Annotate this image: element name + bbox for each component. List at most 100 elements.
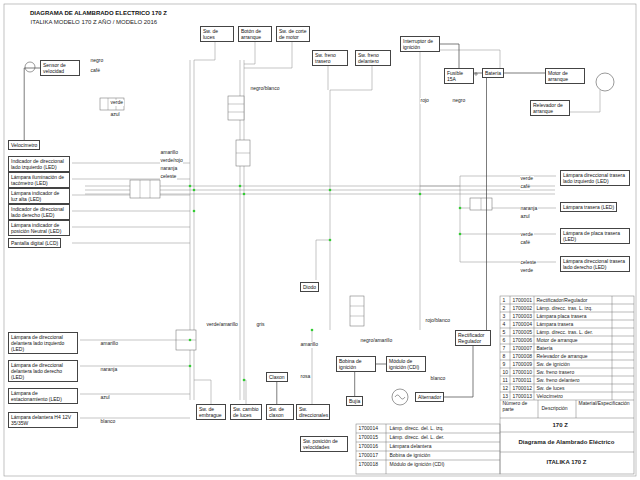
wire-color: negro <box>90 58 104 64</box>
wire-connector <box>376 364 386 365</box>
component-box: Lámpara trasera (LED) <box>560 202 617 212</box>
table-cell: 1700013 <box>512 394 532 400</box>
component-name: Lámpara delantera H4 12V 35/35W <box>11 414 75 426</box>
wire-color: azul <box>110 112 120 118</box>
table-cell: Lámpara placa trasera <box>536 314 587 320</box>
component-name: Lámpara indicador de posición Neutral (L… <box>11 222 67 234</box>
wire-color: café <box>520 184 530 190</box>
component-box: Sw. freno trasero <box>312 50 348 66</box>
component-name: Bobina de ignición <box>339 358 373 370</box>
wire-color: celeste <box>520 260 537 266</box>
table-cell: 1700001 <box>512 298 532 304</box>
component-name: Sw. freno delantero <box>358 52 388 64</box>
component-name: Interruptor de ignición <box>403 38 437 50</box>
component-name: Sw. posición de velocidades <box>303 438 345 450</box>
table-cell: 1700012 <box>512 386 532 392</box>
table-cell: 1700007 <box>512 346 532 352</box>
wire-color: amarillo <box>300 342 319 348</box>
wire-connector <box>354 372 355 396</box>
component-box: Velocímetro <box>8 140 40 150</box>
table-cell: Sw. de luces <box>536 386 565 392</box>
component-name: Diodo <box>303 284 316 290</box>
component-name: Lámpara direccional trasera lado izquier… <box>563 172 627 184</box>
component-box: Sw. cambio de luces <box>230 404 262 420</box>
wire-color: celeste <box>160 174 177 180</box>
component-box: Rectificador Regulador <box>455 330 491 346</box>
component-name: Bujía <box>349 398 360 404</box>
component-name: Lámpara direccional trasera lado derecho… <box>563 258 627 270</box>
table-cell: Número de parte <box>502 401 535 413</box>
parts-table <box>356 296 634 474</box>
component-box: Batería <box>482 68 504 78</box>
table-cell: 2 <box>502 306 506 312</box>
table-cell: 1700015 <box>358 435 378 441</box>
wire-color: gris <box>256 322 265 328</box>
table-cell: 1700002 <box>512 306 532 312</box>
component-box: Lámpara de direccional delantera lado de… <box>8 360 78 382</box>
table-cell: Sw. freno delantero <box>536 378 580 384</box>
table-cell: Velocímetro <box>536 394 563 400</box>
table-cell: 1 <box>502 298 506 304</box>
component-box: Indicador de direccional lado derecho (L… <box>8 204 70 220</box>
component-box: Lámpara de direccional delantera lado iz… <box>8 332 78 354</box>
connector-pins <box>108 98 481 340</box>
table-cell: 1700014 <box>358 426 378 432</box>
component-box: Sw. de luces <box>200 26 234 42</box>
wire-color: naranja <box>160 166 178 172</box>
component-box: Fusible 15A <box>444 68 474 84</box>
table-cell: 1700016 <box>358 444 378 450</box>
wire-color: amarillo <box>100 341 119 347</box>
table-cell: Sw. freno trasero <box>536 370 575 376</box>
wire-connector <box>504 73 545 74</box>
table-cell: Material/Especificación <box>578 401 633 407</box>
component-name: Sw. de claxon <box>269 406 291 418</box>
harness-wires <box>72 40 600 418</box>
component-box: Bujía <box>346 396 363 406</box>
component-name: Fusible 15A <box>447 70 471 82</box>
wire-color: negro <box>452 98 466 104</box>
component-name: Sw. de embrague <box>199 406 223 418</box>
component-box: Bobina de ignición <box>336 356 376 372</box>
wire-connector <box>486 78 487 330</box>
component-symbols <box>25 62 614 405</box>
wire-color: rojo/blanco <box>425 318 450 324</box>
table-cell: Batería <box>536 346 553 352</box>
component-name: Indicador de direccional lado izquierdo … <box>11 158 67 170</box>
wire-connector <box>276 382 277 404</box>
table-cell: Motor de arranque <box>536 338 578 344</box>
component-box: Lámpara de estacionamiento (LED) <box>8 388 78 404</box>
component-box: Motor de arranque <box>545 68 585 84</box>
component-box: Lámpara delantera H4 12V 35/35W <box>8 412 78 428</box>
table-cell: 8 <box>502 354 506 360</box>
table-cell: Bobina de ignición <box>389 453 431 459</box>
component-name: Lámpara de direccional delantera lado iz… <box>11 334 75 352</box>
component-name: Claxon <box>269 374 285 380</box>
table-cell: 3 <box>502 314 506 320</box>
component-name: Sw. freno trasero <box>315 52 345 64</box>
component-box: Sw. de claxon <box>266 404 294 420</box>
wire-color: blanco <box>430 376 446 382</box>
table-cell: 6 <box>502 338 506 344</box>
junction-dots <box>189 185 462 382</box>
wire-color: amarillo <box>160 150 179 156</box>
table-cell: Relevador de arranque <box>536 354 588 360</box>
connector-blocks <box>100 96 492 350</box>
component-name: Sw. de corte de motor <box>279 28 307 40</box>
component-name: Sw. cambio de luces <box>233 406 259 418</box>
wire-color: azul <box>100 395 110 401</box>
wire-color: verde <box>520 176 534 182</box>
table-cell: 9 <box>502 362 506 368</box>
table-cell: 11 <box>502 378 508 384</box>
wire-color: blanco <box>100 419 116 425</box>
table-cell: 1700017 <box>358 453 378 459</box>
wire-color: negro/amarillo <box>360 338 393 344</box>
table-cell: 1700005 <box>512 330 532 336</box>
component-box: Lámpara de placa trasera (LED) <box>560 228 630 244</box>
table-cell: 5 <box>502 330 506 336</box>
component-box: Indicador de direccional lado izquierdo … <box>8 156 70 172</box>
table-cell: Lámp. direcc. del. L. der. <box>389 435 445 441</box>
component-name: Motor de arranque <box>548 70 582 82</box>
wire-color: azul <box>520 214 530 220</box>
component-box: Sw. posición de velocidades <box>300 436 348 452</box>
table-cell: 7 <box>502 346 506 352</box>
